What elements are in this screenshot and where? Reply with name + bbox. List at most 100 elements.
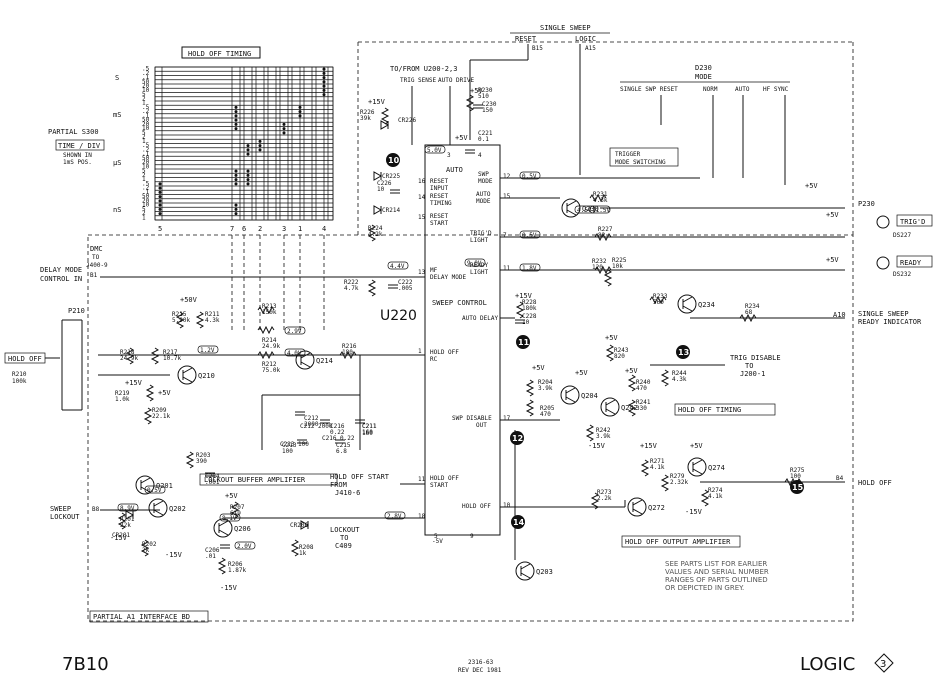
diode-label: CR225 [382, 173, 400, 180]
capacitor-name: C204 [205, 473, 220, 480]
resistor-name: R271 [650, 458, 665, 465]
voltage-value: 4.5V [577, 207, 592, 214]
timing-row-label: .2 [142, 108, 150, 115]
switch-contact-dot [234, 169, 238, 173]
timing-row-label: .1 [142, 74, 150, 81]
pin-number: 5 [434, 533, 438, 540]
voltage-value: 2.0V [237, 543, 252, 550]
svg-text:C216 0.22: C216 0.22 [322, 435, 355, 442]
resistor-value: 4.1k [708, 493, 723, 500]
svg-text:TRIG DISABLE: TRIG DISABLE [730, 354, 781, 362]
resistor-name: R279 [670, 473, 685, 480]
switch-contact-dot [234, 173, 238, 177]
timing-row-label: .2 [142, 185, 150, 192]
resistor-name: R205 [540, 405, 555, 412]
voltage-value: 0.5V [522, 173, 537, 180]
svg-text:HOLD OFF: HOLD OFF [462, 503, 491, 510]
switch-contact-dot [246, 148, 250, 152]
pin-number: 11 [418, 476, 426, 483]
resistor-value: 619 [230, 510, 241, 517]
resistor-value: 120 [592, 264, 603, 271]
doc-number: 2316-63 [468, 659, 494, 666]
svg-text:RESET: RESET [430, 213, 448, 220]
resistor-name: R240 [636, 379, 651, 386]
svg-text:DELAY MODE: DELAY MODE [430, 274, 467, 281]
svg-text:-5V: -5V [432, 538, 443, 545]
resistor-value: 10k [612, 263, 623, 270]
resistor-name: R215 [172, 311, 187, 318]
diode-cr226: CR226 [380, 117, 416, 130]
resistor-name: R273 [597, 489, 612, 496]
diode-label: CR206 [290, 522, 308, 529]
hold-off-timing-table: HOLD OFF TIMING .5.2.1502010521.5.2.1502… [142, 46, 334, 330]
resistor-value: 470 [636, 385, 647, 392]
q204-label: Q204 [581, 392, 598, 400]
timing-col-number: 2 [258, 225, 262, 233]
svg-text:+5V: +5V [805, 182, 818, 190]
callout-15: 15 [790, 480, 804, 494]
capacitor-value: .005 [398, 285, 413, 292]
timing-row-label: 1 [142, 100, 146, 107]
resistor-value: 82 [598, 232, 606, 239]
resistor-name: R232 [592, 258, 607, 265]
timing-row-label: 1 [142, 176, 146, 183]
svg-text:TIMING: TIMING [430, 200, 452, 207]
svg-text:11: 11 [518, 338, 530, 347]
capacitor-name: C230 [482, 101, 497, 108]
led-ready [876, 256, 890, 270]
resistor-value: 4.7k [344, 285, 359, 292]
svg-text:OUT: OUT [476, 422, 487, 429]
pin-number: 7 [503, 232, 507, 239]
svg-text:TO/FROM U200-2,3: TO/FROM U200-2,3 [390, 65, 457, 73]
resistor-value: 560 [653, 299, 664, 306]
callout-14: 14 [511, 515, 525, 529]
svg-text:LOCKOUT: LOCKOUT [50, 513, 80, 521]
capacitor-c204: C204.001 [205, 472, 220, 486]
capacitor-name: C226 [377, 180, 392, 187]
svg-text:P210: P210 [68, 307, 85, 315]
svg-text:START: START [430, 482, 448, 489]
resistor-name: R228 [522, 299, 537, 306]
resistor-value: 150k [262, 309, 277, 316]
voltage-value: 11.5V [592, 207, 610, 214]
switch-contact-dot [282, 131, 286, 135]
pin-number: 4 [478, 152, 482, 159]
resistor-value: 5.90k [172, 317, 190, 324]
svg-text:SWEEP CONTROL: SWEEP CONTROL [432, 299, 487, 307]
switch-contact-dot [234, 182, 238, 186]
resistor-value: 100 [790, 473, 801, 480]
svg-text:+15V: +15V [368, 98, 386, 106]
svg-text:+5V: +5V [826, 211, 839, 219]
svg-text:OR DEPICTED IN GREY.: OR DEPICTED IN GREY. [665, 584, 744, 592]
timing-col-number: 7 [230, 225, 234, 233]
svg-text:AUTO: AUTO [735, 86, 750, 93]
svg-text:C211: C211 [362, 423, 377, 430]
timing-switch-label: PARTIAL S300 [48, 128, 99, 136]
svg-text:C409: C409 [335, 542, 352, 550]
svg-text:TRIG SENSE: TRIG SENSE [400, 77, 437, 84]
resistor-value: 180k [522, 305, 537, 312]
switch-contact-dot [322, 76, 326, 80]
q202-label: Q202 [169, 505, 186, 513]
switch-contact-dot [158, 186, 162, 190]
switch-contact-dot [322, 67, 326, 71]
svg-text:+5V: +5V [158, 389, 171, 397]
pin-number: 15 [418, 214, 426, 221]
svg-text:RESET: RESET [430, 193, 448, 200]
switch-contact-dot [234, 114, 238, 118]
capacitor-value: .01 [205, 553, 216, 560]
single-sweep-title: SINGLE SWEEP [540, 24, 591, 32]
svg-text:HOLD OFF TIMING: HOLD OFF TIMING [188, 50, 251, 58]
